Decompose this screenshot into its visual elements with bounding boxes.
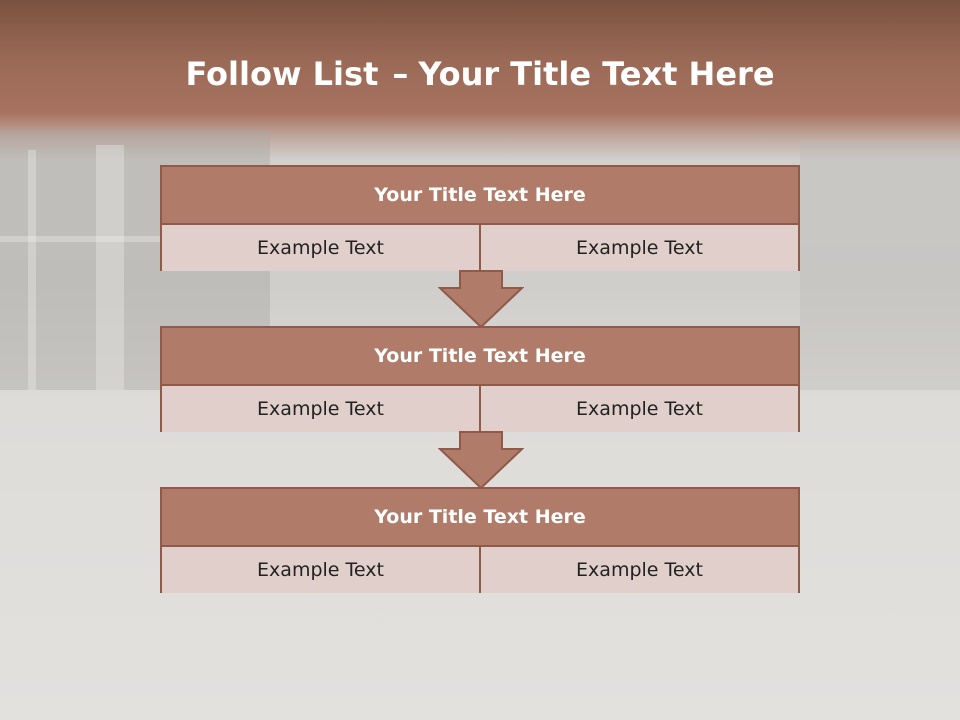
slide-title: Follow List–Your Title Text Here [0, 55, 960, 93]
stage-box: Your Title Text Here Example Text Exampl… [160, 165, 800, 271]
slide-title-rest: Your Title Text Here [418, 55, 775, 93]
stage-cell-right: Example Text [479, 225, 798, 271]
stage-row: Example Text Example Text [162, 225, 798, 271]
down-arrow-icon [438, 270, 524, 328]
slide-title-bold: Follow List [185, 55, 379, 93]
stage-cell-left: Example Text [162, 547, 479, 593]
stage-box: Your Title Text Here Example Text Exampl… [160, 487, 800, 593]
stage-title: Your Title Text Here [162, 167, 798, 225]
stage-cell-right: Example Text [479, 386, 798, 432]
stage-cell-left: Example Text [162, 225, 479, 271]
stage-box: Your Title Text Here Example Text Exampl… [160, 326, 800, 432]
stage-row: Example Text Example Text [162, 386, 798, 432]
stage-cell-left: Example Text [162, 386, 479, 432]
stage-title: Your Title Text Here [162, 328, 798, 386]
stage-cell-right: Example Text [479, 547, 798, 593]
header-band [0, 0, 960, 160]
stage-title: Your Title Text Here [162, 489, 798, 547]
stage-row: Example Text Example Text [162, 547, 798, 593]
down-arrow-icon [438, 431, 524, 489]
slide-title-separator: – [392, 55, 409, 93]
